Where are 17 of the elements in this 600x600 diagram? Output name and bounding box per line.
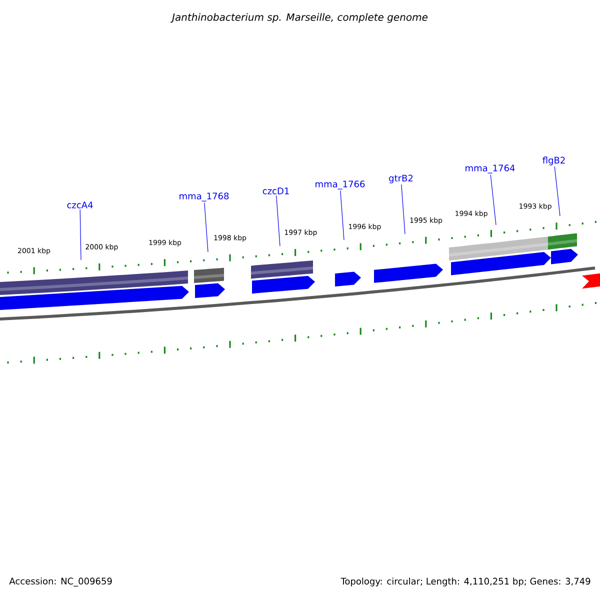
gene-label: czcD1 — [262, 188, 289, 194]
leader-line — [204, 202, 208, 252]
footer-text: Accession: NC_009659 — [9, 578, 112, 586]
gene-label: czcA4 — [67, 202, 93, 208]
gene-label: flgB2 — [542, 156, 565, 166]
leader-line — [490, 174, 496, 226]
gene-label: mma_1768 — [180, 192, 229, 202]
leader-line — [276, 195, 280, 246]
gene-label: mma_1764 — [466, 164, 515, 174]
title: Janthinobacterium sp. Marseille, complete genome — [170, 13, 428, 23]
gene-label: gtrB2 — [389, 174, 413, 184]
leader-line — [340, 190, 344, 240]
leader-line — [80, 209, 82, 260]
leader-line — [401, 184, 406, 234]
leader-line — [554, 166, 560, 216]
gene-label: mma_1766 — [316, 180, 365, 190]
footer-text: Topology: circular; Length: 4,110,251 bp; Genes: 3,749 — [340, 578, 590, 586]
